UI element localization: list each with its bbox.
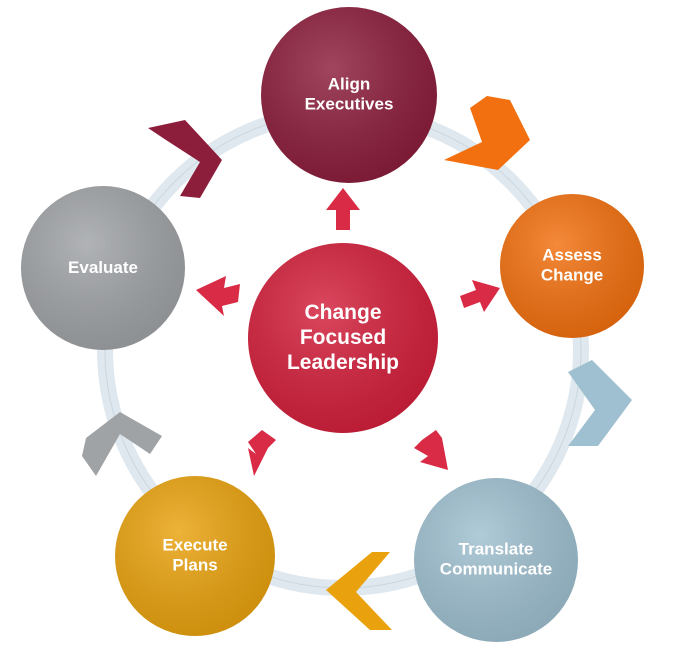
evaluate-label: Evaluate (68, 258, 138, 278)
assess-label-line: Change (540, 266, 604, 285)
arrow-up (326, 188, 360, 230)
center-label-line: Focused (299, 326, 387, 350)
chevron-arrow-blue (568, 360, 632, 446)
arrow-left (196, 276, 240, 316)
arrow-down-right (414, 430, 448, 470)
assess-label-line: Assess (542, 245, 602, 265)
align-label-line: Executives (304, 95, 394, 114)
center-label-line: Change (304, 301, 382, 325)
center-label-line: Leadership (286, 351, 400, 375)
chevron-arrow-gray (82, 412, 162, 476)
arrow-right (460, 280, 500, 312)
translate-label-line: Translate (458, 539, 534, 559)
chevron-arrow-orange (444, 96, 530, 170)
execute-label-line: Execute (162, 535, 228, 555)
center-arrows (196, 188, 500, 476)
chevron-arrow-maroon (148, 120, 222, 198)
evaluate-label-line: Evaluate (68, 257, 138, 277)
align-label-line: Align (327, 74, 371, 94)
chevron-arrow-gold (326, 552, 392, 630)
translate-label-line: Communicate (439, 560, 553, 579)
arrow-down-left (248, 430, 276, 476)
execute-label-line: Plans (172, 556, 218, 575)
